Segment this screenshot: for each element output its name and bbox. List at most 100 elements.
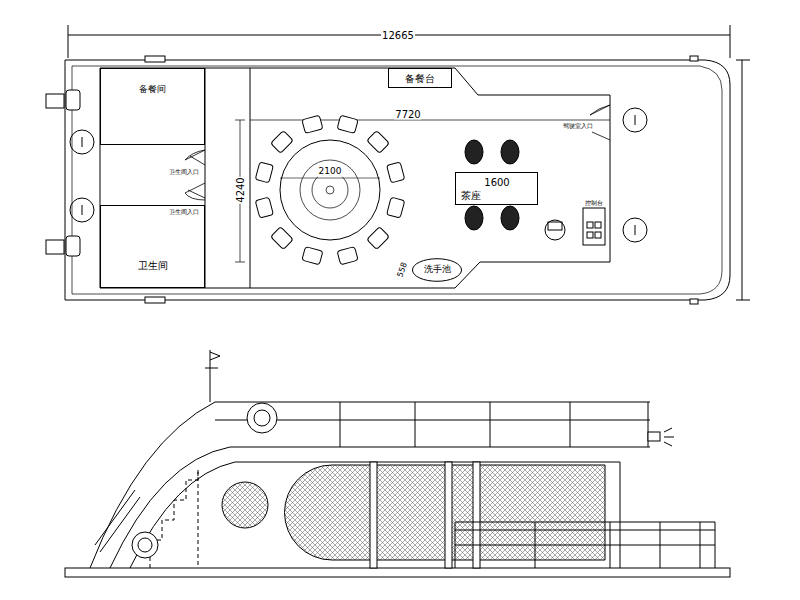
- life-rings-plan: [635, 225, 636, 235]
- equipment-note: 控制台: [584, 200, 604, 207]
- winches-bollards: [46, 94, 64, 108]
- side-windows: [445, 462, 452, 568]
- chairs: [337, 247, 358, 265]
- stairs-and-rails: [715, 522, 716, 568]
- hull-side: [215, 420, 650, 421]
- stairs-and-rails: [198, 470, 199, 568]
- stairs-and-rails: [660, 522, 661, 568]
- chairs: [387, 162, 405, 183]
- dimension-text: 12665: [381, 30, 415, 41]
- hull-plan: [250, 68, 251, 288]
- chairs: [367, 131, 390, 154]
- hull-side: [570, 402, 571, 447]
- round-table: [326, 186, 334, 194]
- chairs: [337, 115, 358, 133]
- life-rings-side: [254, 410, 270, 426]
- hull-side: [65, 568, 730, 577]
- room-box: 备餐间: [100, 68, 205, 145]
- stairs-and-rails: [455, 545, 715, 546]
- life-rings-side: [138, 538, 152, 552]
- winches-bollards: [66, 90, 80, 110]
- life-rings-side: [664, 428, 674, 446]
- dimension-text: 4240: [235, 176, 246, 203]
- tea-chairs: [465, 206, 483, 230]
- dimension-text: 7720: [394, 109, 421, 120]
- chairs: [255, 197, 273, 218]
- tea-chairs: [501, 140, 519, 164]
- hull-side: [65, 350, 730, 577]
- winches-bollards: [145, 297, 165, 303]
- door-swings: [185, 150, 205, 160]
- stairs-and-rails: [455, 522, 456, 568]
- life-rings-side: [247, 403, 277, 433]
- node-text: 洗手池: [424, 265, 451, 275]
- tea-chairs: [465, 140, 519, 230]
- hull-plan: [72, 66, 722, 294]
- node-text: 卫生间: [138, 260, 168, 271]
- dimension-text: 558: [396, 260, 410, 279]
- life-rings-plan: [635, 115, 636, 125]
- life-rings-plan: [623, 218, 647, 242]
- hull-side: [340, 402, 341, 447]
- room-box: 卫生间: [100, 205, 205, 288]
- overall-dimension: [68, 25, 69, 58]
- life-rings-plan: [70, 198, 94, 222]
- sink-outline: [413, 259, 462, 282]
- stairs-and-rails: [455, 522, 715, 523]
- stairs-and-rails: [150, 470, 198, 568]
- hull-side: [110, 447, 650, 568]
- hull-side: [415, 402, 416, 447]
- life-rings-plan: [70, 108, 647, 242]
- node-text: 备餐台: [405, 73, 435, 84]
- door-swings: [185, 105, 610, 200]
- node-text: 茶座: [461, 190, 481, 201]
- chairs: [255, 115, 405, 265]
- life-rings-plan: [623, 108, 647, 132]
- sink-oval: 洗手池: [412, 258, 462, 282]
- round-table: [312, 172, 348, 208]
- door-note: 卫生间入口: [168, 169, 200, 176]
- helm-console: [545, 220, 565, 240]
- winches-bollards: [66, 236, 80, 256]
- door-note: 卫生间入口: [168, 209, 200, 216]
- counter-box: 备餐台: [388, 68, 452, 88]
- helm-console: [548, 222, 562, 230]
- node-text: 备餐间: [139, 85, 166, 95]
- hull-plan: [235, 120, 245, 121]
- helm-console: [545, 208, 605, 245]
- helm-console: [583, 208, 605, 245]
- chairs: [271, 227, 294, 250]
- hull-side: [205, 368, 218, 369]
- stairs-and-rails: [610, 522, 611, 568]
- helm-console: [587, 222, 593, 228]
- winches-bollards: [690, 56, 698, 61]
- door-swings: [190, 156, 205, 165]
- overall-dimension: [736, 60, 750, 61]
- hull-side: [490, 402, 491, 447]
- round-table: [280, 140, 380, 240]
- hull-side: [90, 402, 650, 568]
- hull-plan: [235, 262, 245, 263]
- life-rings-plan: [82, 205, 83, 215]
- side-windows: [370, 462, 377, 568]
- hull-side: [210, 350, 211, 402]
- overall-dimension: [68, 25, 750, 300]
- stairs-and-rails: [95, 470, 715, 568]
- side-windows: [222, 462, 605, 568]
- door-note: 驾驶室入口: [562, 123, 594, 130]
- helm-console: [587, 232, 593, 238]
- hull-side: [210, 352, 220, 360]
- chairs: [387, 197, 405, 218]
- door-swings: [590, 105, 610, 115]
- winches-bollards: [46, 240, 64, 254]
- hull-side: [130, 462, 620, 568]
- round-table: [300, 160, 360, 220]
- life-rings-plan: [82, 137, 83, 147]
- life-rings-side: [648, 432, 660, 441]
- chairs: [302, 247, 323, 265]
- overall-dimension: [730, 25, 731, 58]
